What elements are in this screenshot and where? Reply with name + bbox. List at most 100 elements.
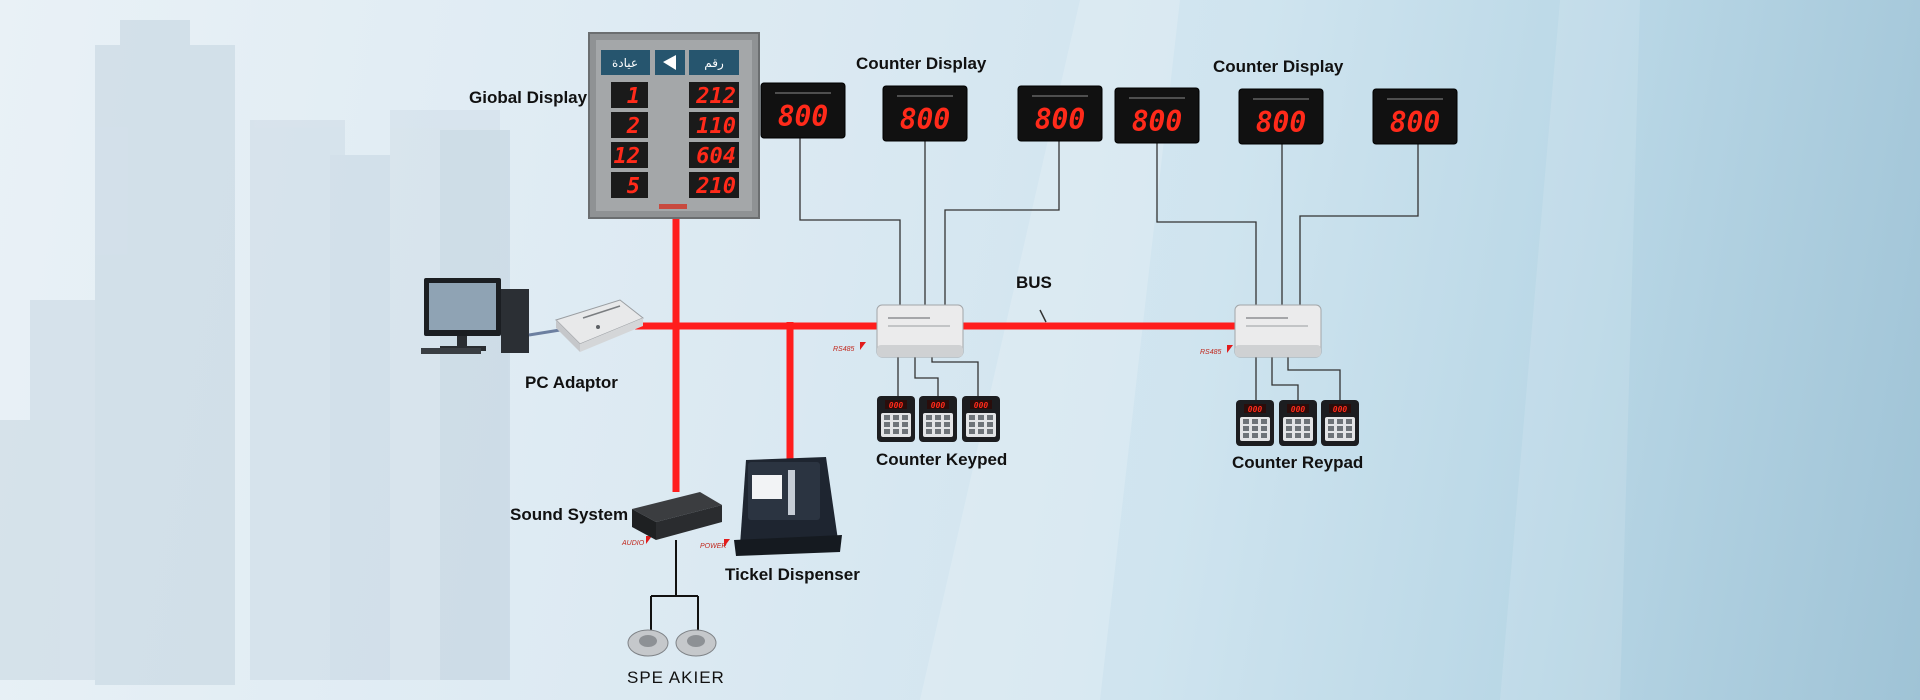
keypad-key[interactable] [978, 429, 984, 434]
keypad-key[interactable] [944, 429, 950, 434]
counter-display-label-right: Counter Display [1213, 57, 1344, 76]
keypad-key[interactable] [902, 429, 908, 434]
keypad-key[interactable] [935, 415, 941, 420]
speakers-icon [627, 629, 717, 657]
counter-keypad-unit: 000 [1236, 400, 1274, 446]
counter-keypad-unit: 000 [919, 396, 957, 442]
counter-display-value: 800 [1390, 106, 1441, 139]
keypad-key[interactable] [1295, 426, 1301, 431]
keypad-key[interactable] [926, 422, 932, 427]
keypad-key[interactable] [1243, 426, 1249, 431]
keypad-key[interactable] [1337, 426, 1343, 431]
ticket-dispenser-label: Tickel Dispenser [725, 565, 860, 584]
keypad-key[interactable] [1346, 419, 1352, 424]
keypad-key[interactable] [902, 415, 908, 420]
counter-keypad-label-left: Counter Keyped [876, 450, 1008, 469]
svg-text:POWER: POWER [700, 543, 726, 550]
global-display-clinic-value: 2 [626, 114, 640, 139]
ticket-dispenser-device [734, 457, 842, 556]
counter-display-label-left: Counter Display [856, 54, 987, 73]
keypad-key[interactable] [1328, 433, 1334, 438]
keypad-key[interactable] [969, 429, 975, 434]
keypad-key[interactable] [926, 429, 932, 434]
keypad-key[interactable] [893, 429, 899, 434]
keypad-key[interactable] [1252, 433, 1258, 438]
pc-adaptor-device [555, 299, 644, 352]
keypad-key[interactable] [1252, 426, 1258, 431]
keypad-key[interactable] [1286, 433, 1292, 438]
counter-keypad-unit: 000 [1279, 400, 1317, 446]
counter-display-value: 800 [1035, 103, 1086, 136]
keypad-led-value: 000 [1291, 405, 1306, 414]
counter-keypad-unit: 000 [1321, 400, 1359, 446]
global-display-clinic-value: 12 [614, 144, 641, 169]
keypad-key[interactable] [1252, 419, 1258, 424]
pc-adaptor-label: PC Adaptor [525, 373, 618, 392]
global-display-header-left: عيادة [612, 56, 638, 70]
keypad-key[interactable] [1337, 419, 1343, 424]
keypad-key[interactable] [987, 415, 993, 420]
keypad-key[interactable] [1295, 419, 1301, 424]
counter-display-unit: 800 [1372, 88, 1458, 145]
speaker-wires [650, 540, 699, 630]
keypad-key[interactable] [926, 415, 932, 420]
counter-display-value: 800 [778, 100, 829, 133]
keypad-led-value: 000 [1248, 405, 1263, 414]
counter-keypad-unit: 000 [877, 396, 915, 442]
keypad-key[interactable] [1328, 419, 1334, 424]
counter-display-unit: 800 [760, 82, 846, 139]
svg-text:RS485: RS485 [1200, 349, 1222, 356]
keypad-key[interactable] [1328, 426, 1334, 431]
keypad-key[interactable] [978, 415, 984, 420]
keypad-key[interactable] [884, 415, 890, 420]
keypad-key[interactable] [1261, 426, 1267, 431]
keypad-key[interactable] [1337, 433, 1343, 438]
sound-system-label: Sound System [510, 505, 629, 524]
global-display-number-value: 110 [696, 114, 736, 139]
svg-text:AUDIO: AUDIO [621, 540, 645, 547]
keypad-key[interactable] [902, 422, 908, 427]
global-display-header-right: رقم [704, 56, 724, 71]
keypad-key[interactable] [1261, 419, 1267, 424]
counter-display-unit: 800 [1238, 88, 1324, 145]
counter-display-value: 800 [900, 103, 951, 136]
keypad-key[interactable] [935, 422, 941, 427]
keypad-key[interactable] [1295, 433, 1301, 438]
keypad-key[interactable] [893, 422, 899, 427]
keypad-key[interactable] [1304, 433, 1310, 438]
display-wires [799, 120, 1419, 307]
keypad-key[interactable] [969, 422, 975, 427]
keypad-key[interactable] [987, 429, 993, 434]
keypad-key[interactable] [1304, 426, 1310, 431]
global-display-number-value: 604 [696, 144, 736, 169]
keypad-key[interactable] [969, 415, 975, 420]
arrow-left-icon [663, 55, 676, 70]
keypad-key[interactable] [893, 415, 899, 420]
keypad-led-value: 000 [931, 401, 946, 410]
keypad-key[interactable] [1243, 433, 1249, 438]
keypad-key[interactable] [978, 422, 984, 427]
keypad-key[interactable] [884, 422, 890, 427]
keypad-wires [897, 355, 1341, 402]
svg-text:RS485: RS485 [833, 346, 855, 353]
bus-label: BUS [1016, 273, 1052, 292]
bus-controller-right [1234, 304, 1322, 358]
keypad-key[interactable] [884, 429, 890, 434]
keypad-key[interactable] [1286, 426, 1292, 431]
keypad-key[interactable] [1286, 419, 1292, 424]
keypad-key[interactable] [944, 422, 950, 427]
keypad-key[interactable] [935, 429, 941, 434]
keypad-key[interactable] [1304, 419, 1310, 424]
keypad-key[interactable] [944, 415, 950, 420]
keypad-key[interactable] [987, 422, 993, 427]
keypad-key[interactable] [1346, 433, 1352, 438]
keypad-key[interactable] [1346, 426, 1352, 431]
light-ray [920, 0, 1180, 700]
keypad-key[interactable] [1261, 433, 1267, 438]
keypad-key[interactable] [1243, 419, 1249, 424]
counter-keypad-label-right: Counter Reypad [1232, 453, 1364, 472]
